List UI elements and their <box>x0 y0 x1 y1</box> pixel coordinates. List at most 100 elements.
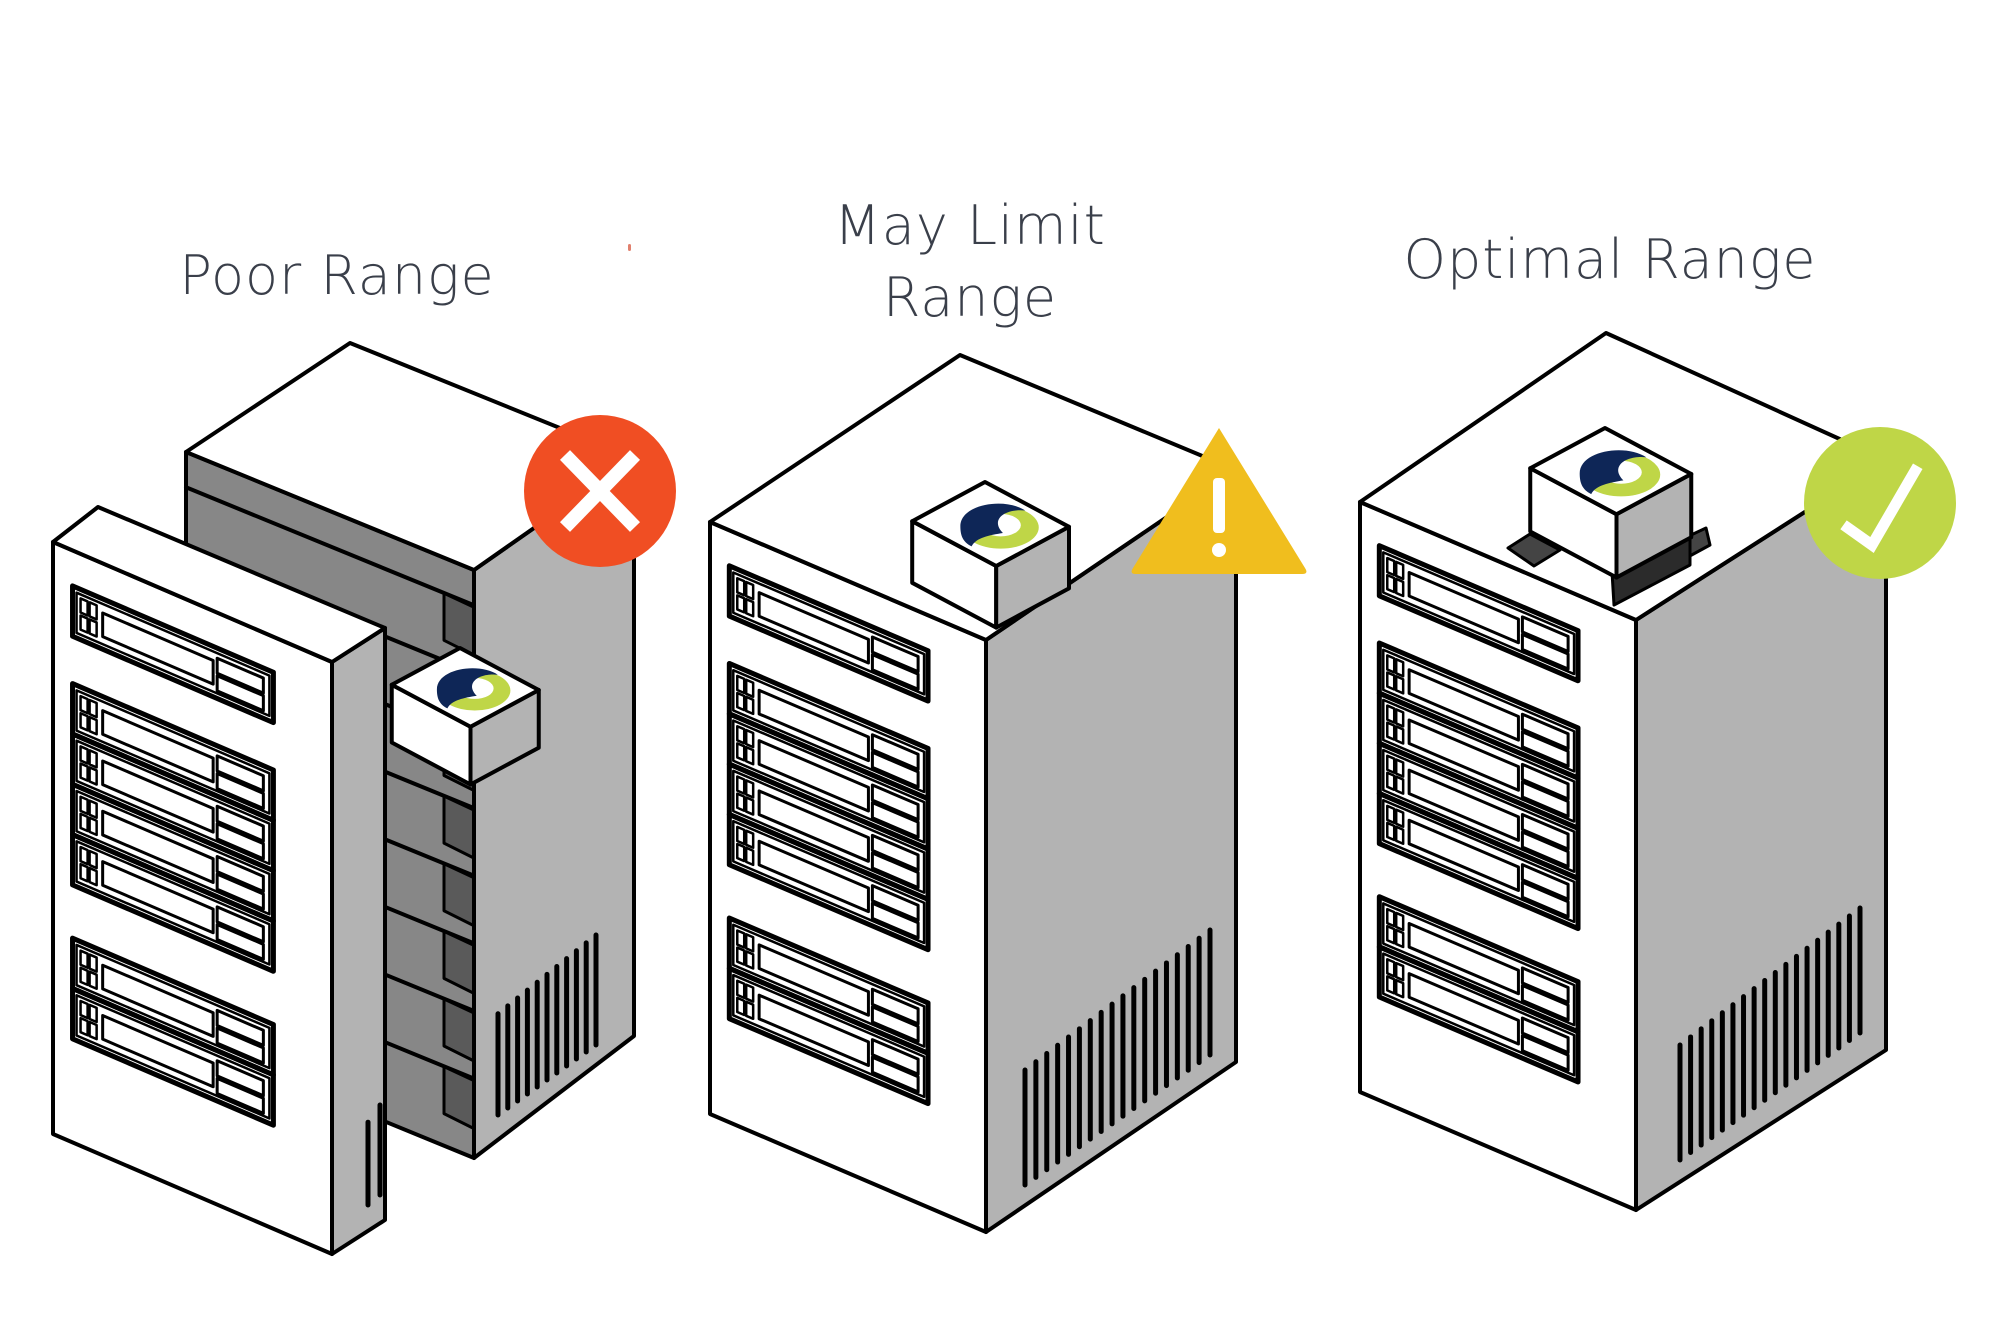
warning-dot <box>1212 543 1226 557</box>
slot-frame <box>75 739 271 866</box>
small-bay <box>215 1076 265 1115</box>
small-bay <box>1520 863 1570 901</box>
title-line: Optimal Range <box>1403 228 1817 291</box>
small-bay <box>1520 966 1570 1004</box>
sensor-logo-icon <box>436 668 511 711</box>
slot-bezel <box>1376 543 1581 684</box>
slot-bezel <box>726 811 931 953</box>
sensor-logo-icon <box>1579 450 1661 497</box>
slot-button <box>88 1020 98 1041</box>
slot-button <box>744 728 755 749</box>
small-bay <box>215 1026 265 1065</box>
slot-frame <box>732 769 926 894</box>
slot-button <box>79 694 89 715</box>
drive-bay <box>757 839 870 914</box>
slot-button <box>744 695 755 716</box>
slot-button <box>744 950 755 970</box>
small-bay <box>870 1055 920 1094</box>
slot-button <box>79 614 89 634</box>
small-bay <box>870 987 920 1026</box>
slot-button <box>744 1000 755 1021</box>
title-line: May Limit <box>834 194 1106 257</box>
slot-button <box>1386 924 1396 945</box>
slot-frame <box>75 993 271 1120</box>
slot-button <box>736 979 746 1000</box>
small-bay <box>870 635 920 674</box>
slot-button <box>744 933 755 953</box>
small-bay <box>1520 1034 1570 1072</box>
small-bay <box>870 884 920 922</box>
slot-button <box>1394 675 1405 695</box>
sensor-device <box>910 480 1071 630</box>
door-front-face <box>51 540 334 1256</box>
slot-button <box>79 966 89 987</box>
slot-button <box>1386 556 1396 577</box>
slot-button <box>79 812 89 833</box>
panel-may-limit <box>708 353 1307 1234</box>
small-bay <box>870 1005 920 1044</box>
slot-frame <box>732 923 926 1048</box>
slot-frame <box>1382 798 1576 924</box>
slot-button <box>736 842 746 863</box>
title-line: Range <box>882 266 1058 329</box>
slot-frame <box>1382 648 1576 773</box>
slot-button <box>79 949 89 970</box>
small-bay <box>215 754 265 793</box>
sensor-logo-icon <box>960 503 1039 549</box>
drive-bay <box>1407 921 1520 996</box>
slot-button <box>79 745 89 765</box>
slot-frame <box>732 668 926 794</box>
drive-bay <box>101 759 215 834</box>
slot-button <box>736 674 746 695</box>
slot-button <box>1386 771 1396 792</box>
slot-button <box>1394 808 1405 828</box>
drive-bay <box>757 789 870 863</box>
slot-frame <box>732 719 926 844</box>
slot-button <box>736 792 746 812</box>
drive-bay <box>101 1014 215 1089</box>
small-bay <box>1520 983 1570 1022</box>
slot-button <box>744 597 755 618</box>
logo-mark <box>436 668 498 709</box>
check-circle-shape <box>1804 427 1956 579</box>
slot-button <box>88 953 98 973</box>
slot-button <box>1394 708 1405 728</box>
slot-button <box>736 996 746 1017</box>
slot-button <box>1394 758 1405 778</box>
slot-button <box>79 862 89 883</box>
title-line: Poor Range <box>179 244 495 307</box>
rack-front-face <box>1358 500 1638 1212</box>
slot-button <box>744 796 755 816</box>
slot-frame <box>75 943 271 1070</box>
slot-button <box>88 749 98 769</box>
slot-bezel <box>726 563 931 704</box>
small-bay <box>1520 830 1570 869</box>
drive-bay <box>101 709 215 784</box>
slot-button <box>1394 928 1405 949</box>
small-bay <box>215 1008 265 1047</box>
panel-optimal <box>1358 331 1956 1212</box>
drive-bay <box>757 688 870 763</box>
slot-button <box>1394 658 1405 678</box>
slot-frame <box>1382 748 1576 873</box>
slot-button <box>736 594 746 614</box>
slot-button <box>1394 961 1405 982</box>
panel-poor <box>51 341 676 1256</box>
slot-button <box>736 929 746 949</box>
slot-button <box>79 795 89 816</box>
sensor-device <box>389 646 541 787</box>
slot-button <box>744 983 755 1003</box>
x-circle-icon <box>524 415 676 567</box>
slot-button <box>736 576 746 597</box>
slot-button <box>736 946 746 966</box>
slot-button <box>79 597 89 617</box>
slot-button <box>1394 911 1405 932</box>
server-unit-slot <box>70 583 276 726</box>
slot-bezel <box>726 965 931 1107</box>
slot-button <box>1386 573 1396 594</box>
logo-mark <box>1579 450 1647 495</box>
slot-button <box>744 846 755 867</box>
slot-frame <box>75 689 271 815</box>
drive-bay <box>757 943 870 1017</box>
